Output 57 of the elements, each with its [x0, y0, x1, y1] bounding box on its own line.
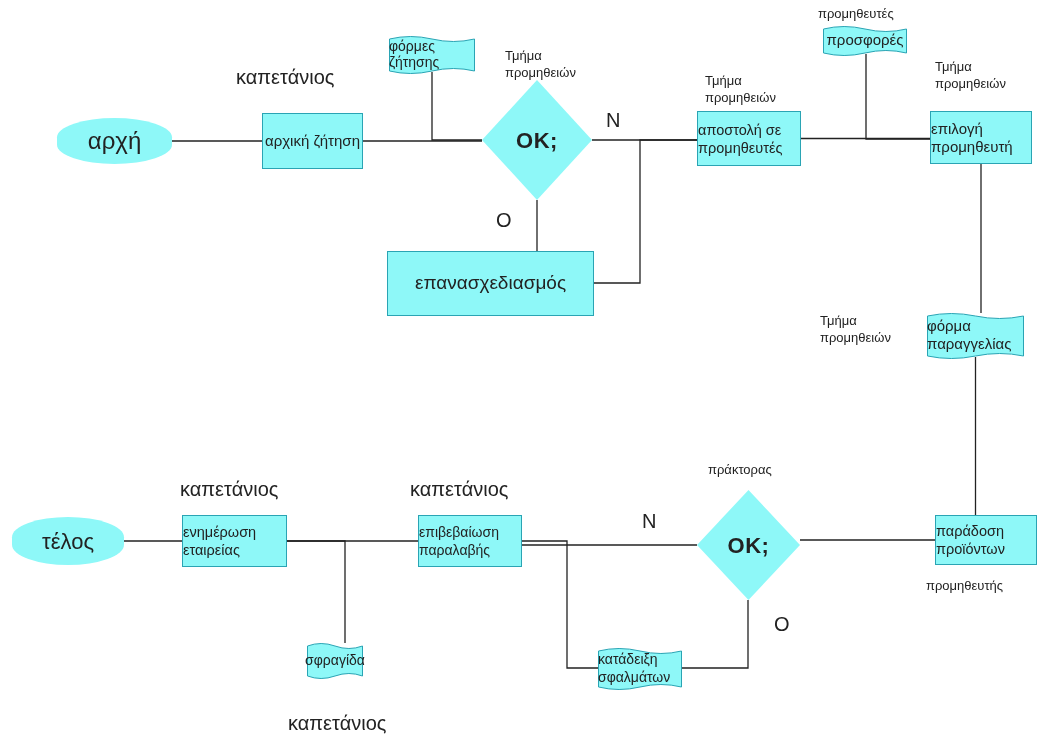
connector-line: [593, 139, 698, 284]
node-label: αρχική ζήτηση: [265, 130, 360, 151]
role-label: καπετάνιος: [410, 477, 510, 502]
node-label: αρχή: [87, 126, 142, 156]
document-shape: [307, 643, 363, 681]
connector-line: [681, 599, 749, 669]
role-label: Τμήμα προμηθειών: [705, 72, 777, 106]
node-label: προσφορές: [826, 29, 904, 50]
edge-label: Ο: [772, 614, 792, 634]
connector-line: [171, 140, 263, 142]
process-box: [262, 113, 363, 169]
role-label: Τμήμα προμηθειών: [935, 58, 1007, 92]
node-label: επιλογή προμηθευτή: [931, 119, 1014, 156]
document-shape: [598, 648, 682, 692]
connector-line: [123, 540, 183, 542]
node-label: σφραγίδα: [305, 650, 365, 670]
role-label: Τμήμα προμηθειών: [505, 47, 577, 81]
node-label: φόρμες ζήτησης: [389, 38, 441, 70]
role-label: προμηθευτές: [818, 5, 895, 23]
document-shape: [389, 36, 475, 76]
connector-line: [799, 539, 936, 541]
node-label: φόρμα παραγγελίας: [927, 317, 1013, 353]
connector-line: [536, 199, 538, 252]
connector-line: [980, 163, 982, 314]
connector-line: [286, 540, 346, 644]
node-label: τέλος: [42, 527, 94, 556]
node-label: ενημέρωση εταιρείας: [183, 523, 258, 559]
node-label: κατάδειξη σφαλμάτων: [598, 650, 672, 686]
connector-line: [431, 71, 483, 141]
role-label: καπετάνιος: [288, 711, 388, 736]
role-label: πράκτορας: [708, 461, 773, 479]
decision-diamond: [482, 80, 592, 200]
connector-line: [521, 540, 599, 669]
document-shape: [823, 26, 907, 58]
connector-line: [362, 140, 483, 142]
connector-line: [521, 544, 698, 546]
document-shape: [927, 313, 1024, 361]
process-box: [697, 111, 801, 166]
node-label: αποστολή σε προμηθευτές: [698, 120, 784, 157]
process-box: [418, 515, 522, 567]
role-label: καπετάνιος: [236, 65, 336, 90]
process-box: [182, 515, 287, 567]
node-label: επανασχεδιασμός: [414, 271, 567, 296]
connector-line: [865, 53, 931, 140]
node-label: ΟΚ;: [516, 126, 558, 155]
edge-label: Ο: [494, 210, 514, 230]
process-box: [387, 251, 594, 316]
node-label: ΟΚ;: [727, 531, 770, 560]
node-label: επιβεβαίωση παραλαβής: [419, 523, 500, 559]
process-box: [935, 515, 1037, 565]
role-label: καπετάνιος: [180, 477, 280, 502]
connector-line: [974, 356, 977, 516]
node-label: παράδοση προϊόντων: [936, 522, 1006, 558]
role-label: προμηθευτής: [926, 577, 1005, 595]
process-box: [930, 111, 1032, 164]
decision-diamond: [697, 490, 800, 600]
role-label: Τμήμα προμηθειών: [820, 312, 892, 346]
